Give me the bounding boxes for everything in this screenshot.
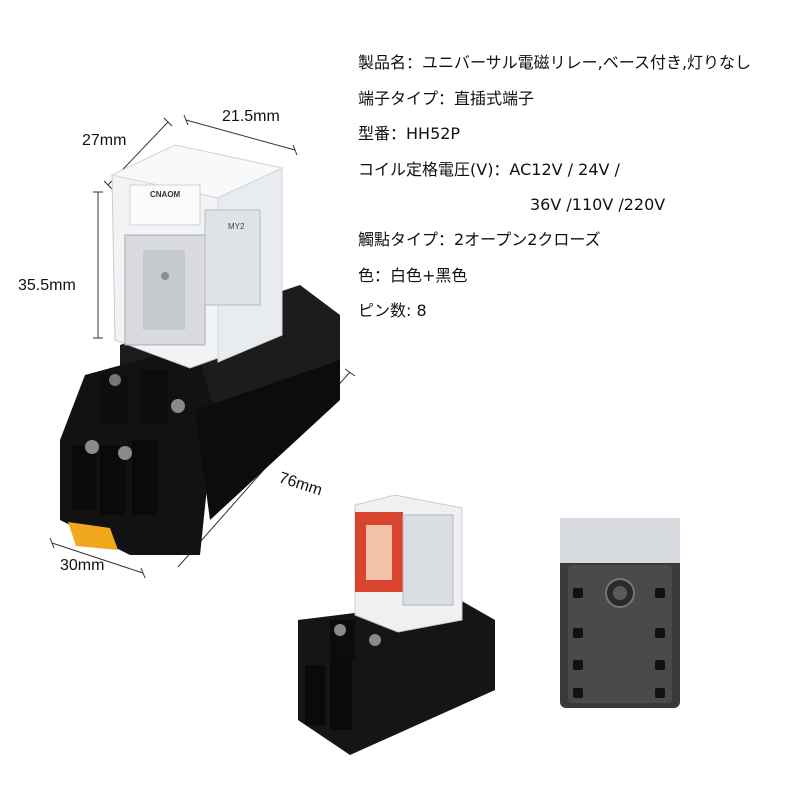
spec-pin-count: ピン数: 8 [358,301,427,320]
dimension-base-width-label: 30mm [60,557,105,574]
spec-product-name: 製品名：ユニバーサル電磁リレー,ベース付き,灯りなし [358,53,752,72]
relay-side-photo [298,494,495,755]
relay-model-label: MY2 [228,222,245,231]
spec-contact-type: 觸點タイプ：2オープン2クローズ [358,230,601,249]
spec-color: 色：白色+黑色 [358,266,468,285]
spec-coil-voltage-cont: 36V /110V /220V [530,195,666,214]
relay-bottom-photo [560,518,680,708]
dimension-depth-label: 27mm [82,132,127,149]
dimension-height-label: 35.5mm [18,277,76,294]
spec-coil-voltage: コイル定格電圧(V)：AC12V / 24V / [358,160,620,179]
relay-brand-label: CNAOM [150,190,181,199]
spec-model: 型番：HH52P [358,124,461,143]
dimension-width-label: 21.5mm [222,108,280,125]
relay-clear-case [110,144,284,369]
spec-terminal-type: 端子タイプ：直插式端子 [358,89,535,108]
